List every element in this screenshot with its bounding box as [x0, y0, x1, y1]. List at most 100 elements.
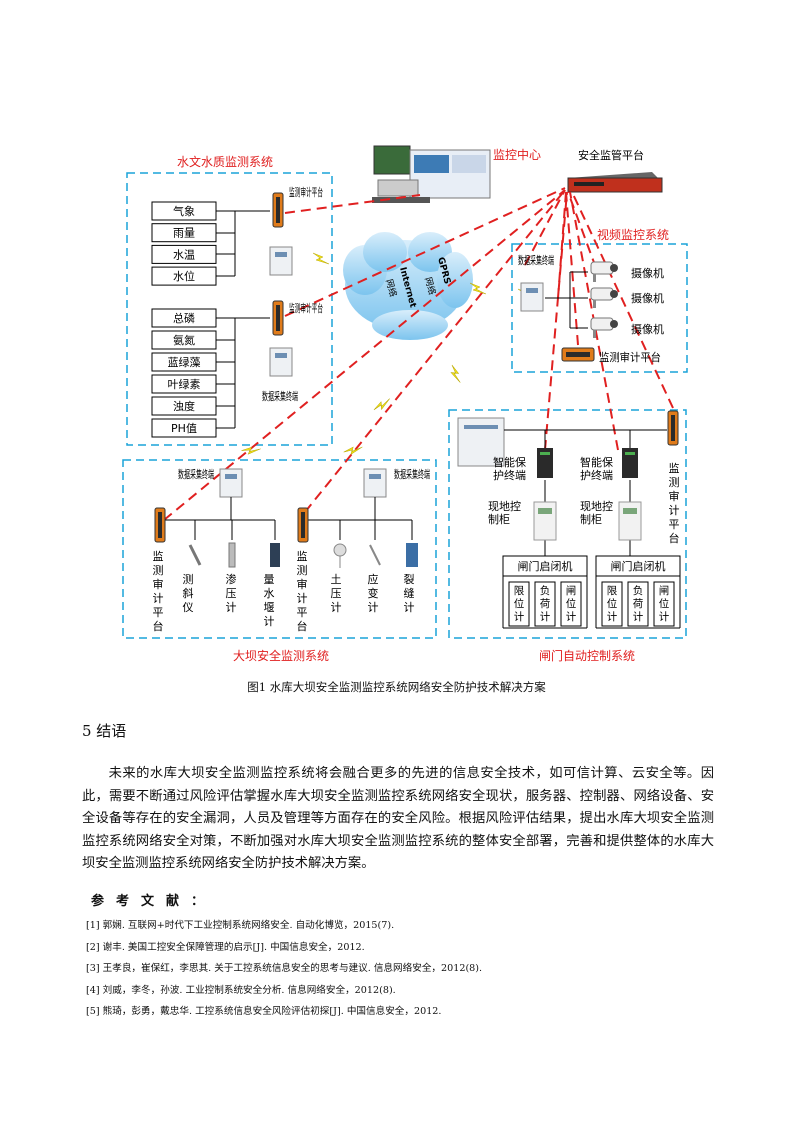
vertical-glyph: 监	[297, 550, 308, 563]
vertical-glyph: 计	[226, 601, 237, 614]
section-heading: 5 结语	[82, 722, 127, 740]
sensor-box	[151, 223, 217, 243]
video-bus	[545, 271, 588, 329]
smart-protection-icon	[622, 448, 638, 478]
wireless-icon	[469, 282, 487, 295]
vertical-glyph: 荷	[540, 598, 551, 610]
vertical-glyph: 计	[566, 610, 577, 623]
control-cabinet-icon	[533, 501, 557, 541]
label-line-1: 现地控	[580, 499, 613, 513]
vertical-glyph: 量	[264, 573, 275, 586]
vertical-glyph: 台	[669, 531, 680, 545]
vertical-glyph: 计	[607, 610, 618, 623]
vertical-glyph: 压	[331, 587, 342, 600]
gate-bus	[504, 429, 667, 556]
sensor-box	[151, 352, 217, 372]
data-collector-label: 数据采集终端	[394, 467, 430, 481]
data-collector-icon	[269, 246, 293, 276]
audit-platform-icon	[667, 410, 679, 446]
data-collector-label: 数据采集终端	[262, 389, 298, 403]
smart-protection-label: 智能保护终端	[580, 455, 613, 482]
sensor-label: 气象	[173, 204, 195, 218]
gate-hoist-label: 闸门启闭机	[518, 559, 573, 573]
gate-system-box	[448, 409, 687, 639]
monitoring-center-title: 监控中心	[493, 147, 541, 162]
audit-platform-icon	[272, 192, 284, 228]
data-collector-label: 数据采集终端	[518, 253, 554, 267]
vertical-glyph: 压	[226, 587, 237, 600]
vertical-glyph: 土	[331, 573, 342, 586]
vertical-glyph: 仪	[183, 601, 194, 614]
vertical-glyph: 荷	[633, 598, 644, 610]
vertical-glyph: 负	[633, 584, 644, 597]
wireless-icon	[446, 364, 467, 383]
vertical-glyph: 位	[607, 597, 618, 610]
vertical-glyph: 台	[153, 619, 164, 633]
references-title: 参考文献：	[91, 894, 217, 909]
reference-item: [4] 刘威，李冬，孙波. 工业控制系统安全分析. 信息网络安全，2012(8)…	[86, 984, 396, 996]
reference-item: [2] 谢丰. 美国工控安全保障管理的启示[J]. 中国信息安全，2012.	[86, 941, 365, 953]
hydrology-title: 水文水质监测系统	[177, 154, 273, 169]
vertical-glyph: 审	[153, 577, 164, 591]
inclinometer-icon	[188, 544, 202, 566]
hydrology-tree-a	[216, 210, 270, 277]
camera-icon	[590, 287, 619, 309]
gate-sensor-box	[534, 581, 556, 627]
vertical-glyph: 测	[183, 573, 194, 586]
crack-meter-icon	[406, 543, 418, 567]
video-title: 视频监控系统	[597, 227, 669, 242]
gate-sensor-box	[653, 581, 675, 627]
gate-sensor-box	[560, 581, 582, 627]
gate-sensor-box	[601, 581, 623, 627]
sensor-label: 蓝绿藻	[168, 355, 201, 369]
figure-caption: 图1 水库大坝安全监测监控系统网络安全防护技术解决方案	[247, 680, 546, 694]
wireless-icon	[312, 252, 330, 265]
dam-bus	[164, 497, 413, 540]
audit-platform-vertical-label: 监测审计平台	[669, 462, 680, 545]
gate-hoist-box	[502, 555, 588, 577]
smart-protection-label: 智能保护终端	[493, 455, 526, 482]
data-collector-icon	[269, 347, 293, 377]
audit-platform-vertical-label: 监测审计平台	[297, 550, 308, 633]
label-line-2: 护终端	[580, 468, 613, 482]
security-platform-label: 安全监管平台	[578, 148, 644, 162]
vertical-glyph: 计	[297, 592, 308, 605]
gate-sensor-box	[508, 581, 530, 627]
gate-hoist-box	[595, 555, 681, 577]
sensor-label: 水位	[173, 269, 195, 283]
vertical-glyph: 测	[669, 476, 680, 489]
sensor-label: PH值	[171, 422, 197, 435]
reference-item: [5] 熊琦，彭勇，戴忠华. 工控系统信息安全风险评估初探[J]. 中国信息安全…	[86, 1006, 442, 1017]
rtu-icon	[457, 417, 505, 467]
conclusion-paragraph: 未来的水库大坝安全监测监控系统将会融合更多的先进的信息安全技术，如可信计算、云安…	[82, 766, 714, 872]
camera-icon	[590, 317, 619, 339]
sensor-box	[151, 244, 217, 264]
vertical-glyph: 位	[659, 597, 670, 610]
vertical-glyph: 计	[153, 592, 164, 605]
vertical-glyph: 位	[566, 597, 577, 610]
vertical-glyph: 计	[659, 610, 670, 623]
label-line-2: 制柜	[488, 513, 510, 526]
vertical-glyph: 堰	[264, 601, 275, 614]
vertical-glyph: 位	[514, 597, 525, 610]
control-cabinet-label: 现地控制柜	[580, 499, 613, 526]
label-line-1: 智能保	[493, 455, 526, 469]
reference-item: [3] 王孝良，崔保红，李思其. 关于工控系统信息安全的思考与建议. 信息网络安…	[86, 963, 483, 974]
computer-icon	[372, 145, 491, 203]
data-collector-icon	[520, 282, 544, 312]
camera-label: 摄像机	[631, 291, 664, 305]
dam-title: 大坝安全监测系统	[233, 648, 329, 663]
server-icon	[567, 172, 663, 193]
vertical-glyph: 监	[669, 462, 680, 475]
data-collector-icon	[363, 468, 387, 498]
reference-item: [1] 郭娴. 互联网+时代下工业控制系统网络安全. 自动化博览，2015(7)…	[86, 920, 395, 931]
video-system-box	[511, 243, 688, 373]
vertical-glyph: 计	[404, 601, 415, 614]
vertical-glyph: 平	[297, 606, 308, 619]
vertical-glyph: 水	[264, 587, 275, 600]
strain-gauge-icon	[369, 544, 381, 566]
vertical-glyph: 限	[514, 585, 525, 597]
smart-protection-icon	[537, 448, 553, 478]
